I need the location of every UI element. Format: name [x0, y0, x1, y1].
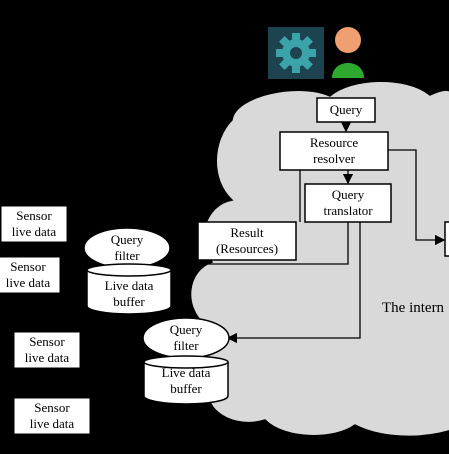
- sensor-box-3: [13, 331, 81, 369]
- query-box: [316, 97, 376, 123]
- user-icon: [332, 27, 364, 78]
- edge-box: [444, 221, 449, 257]
- gear-icon: [268, 27, 324, 79]
- sensor-box-2: [0, 256, 61, 294]
- sensor-box-1: [0, 205, 68, 243]
- sensor-box-4: [13, 397, 91, 435]
- query-filter-ellipse: [83, 227, 171, 269]
- live-data-buffer-cylinder: [86, 270, 172, 315]
- result-box: [197, 221, 297, 261]
- connectors: [170, 121, 446, 344]
- query-filter-ellipse: [142, 317, 230, 359]
- resource-resolver-box: [279, 131, 389, 171]
- live-data-buffer-cylinder: [143, 362, 229, 405]
- gateway-upper: [83, 227, 172, 315]
- gateway-lower: [142, 317, 230, 405]
- query-translator-box: [304, 183, 392, 223]
